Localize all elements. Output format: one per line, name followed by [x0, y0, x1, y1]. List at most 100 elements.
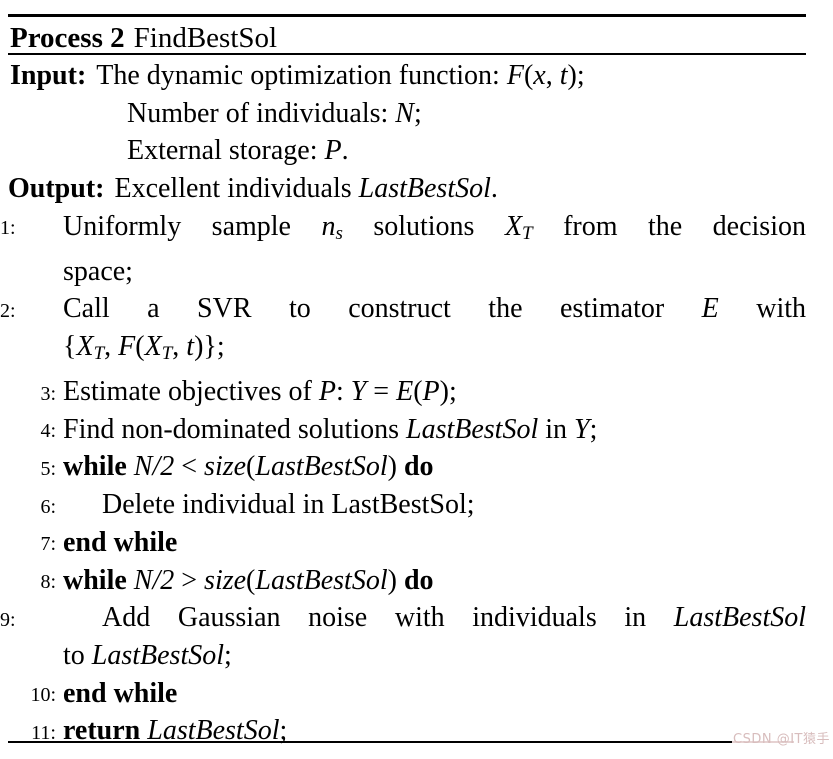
- text-run: E: [396, 376, 414, 407]
- text-run: size: [204, 451, 247, 483]
- text-run: Find non-dominated solutions: [63, 413, 406, 445]
- text-run: space;: [63, 255, 133, 287]
- algorithm-body: Input:The dynamic optimization function:…: [0, 57, 833, 750]
- text-run: LastBestSol: [255, 564, 388, 596]
- text-run: N/2: [133, 564, 175, 596]
- text-run: do: [403, 564, 434, 596]
- text-run: LastBestSol: [358, 173, 491, 205]
- text-run: F: [118, 331, 136, 363]
- text-run: );: [439, 376, 457, 407]
- text-run: External storage:: [127, 135, 325, 167]
- text-run: to: [63, 639, 92, 671]
- algo-line: 5:while N/2 < size(LastBestSol) do: [0, 448, 833, 486]
- text-run: [127, 451, 134, 482]
- algo-line: 9:Add Gaussian noise with individuals in…: [0, 599, 833, 637]
- line-number: 4:: [40, 420, 56, 443]
- text-run: Add Gaussian noise with individuals in: [102, 602, 674, 634]
- algo-line: 2:Call a SVR to construct the estimator …: [0, 290, 833, 328]
- text-run: :: [335, 376, 351, 407]
- text-run: >: [174, 564, 205, 596]
- text-run: Number of individuals:: [127, 97, 396, 129]
- algo-line: 7: end while: [0, 524, 833, 562]
- text-run: t: [186, 331, 195, 363]
- algorithm-title-label: Process 2: [10, 22, 125, 54]
- text-run: N/2: [133, 451, 175, 483]
- line-number: 6:: [40, 495, 56, 518]
- text-run: t: [559, 60, 568, 91]
- algo-line: 1:Uniformly sample ns solutions XT from …: [0, 208, 833, 253]
- text-run: (: [135, 331, 145, 363]
- line-number: 10:: [30, 684, 56, 707]
- algo-line: External storage: P.: [0, 132, 833, 170]
- text-run: ,: [545, 60, 560, 91]
- text-run: Y: [574, 413, 590, 445]
- text-run: P: [324, 135, 342, 167]
- text-run: LastBestSol: [91, 639, 225, 671]
- text-run: [127, 565, 134, 596]
- text-run: ;: [279, 715, 288, 747]
- text-run: LastBestSol: [406, 413, 539, 445]
- text-run: from the decision: [532, 210, 806, 242]
- text-run: {: [63, 331, 77, 363]
- text-run: =: [366, 376, 397, 407]
- text-run: (: [246, 564, 256, 596]
- text-run: in: [538, 413, 575, 445]
- algo-line: to LastBestSol;: [0, 637, 833, 675]
- algo-line: 4: Find non-dominated solutions LastBestS…: [0, 411, 833, 449]
- text-run: Input:: [10, 60, 87, 91]
- line-number: 3:: [40, 382, 56, 405]
- text-run: ): [387, 451, 404, 483]
- text-run: .: [341, 135, 349, 167]
- line-number: 7:: [40, 533, 56, 556]
- csdn-watermark: CSDN @IT猿手: [733, 732, 830, 747]
- algo-line: 6: Delete individual in LastBestSol;: [0, 486, 833, 524]
- text-run: end while: [63, 677, 178, 709]
- text-run: do: [403, 451, 434, 483]
- title-rule: [8, 53, 806, 55]
- text-run: Delete individual in LastBestSol;: [102, 489, 475, 521]
- text-run: x: [533, 60, 546, 91]
- algo-line: Output:Excellent individuals LastBestSol…: [0, 170, 833, 208]
- line-number: 8:: [40, 571, 56, 594]
- text-run: ): [387, 564, 404, 596]
- text-run: P: [318, 376, 336, 407]
- text-run: F: [506, 60, 524, 91]
- text-run: s: [335, 223, 343, 244]
- text-run: );: [567, 60, 585, 91]
- text-run: Y: [350, 376, 367, 407]
- text-run: while: [63, 451, 127, 483]
- text-run: ;: [589, 413, 598, 445]
- text-run: X: [144, 331, 162, 363]
- text-run: Estimate objectives of: [63, 376, 319, 407]
- algo-line: 11:return LastBestSol;: [0, 712, 833, 750]
- text-run: (: [523, 60, 534, 91]
- text-run: T: [93, 343, 105, 365]
- text-run: solutions: [342, 210, 505, 242]
- line-number: 1:: [0, 217, 16, 240]
- algo-line: Input:The dynamic optimization function:…: [0, 57, 833, 95]
- text-run: size: [204, 564, 247, 596]
- bottom-rule-faded: [732, 741, 794, 743]
- text-run: end while: [63, 526, 178, 558]
- text-run: while: [63, 564, 127, 596]
- text-run: )};: [194, 331, 225, 363]
- text-run: ;: [224, 639, 232, 671]
- bottom-rule: [8, 741, 732, 743]
- text-run: LastBestSol: [255, 451, 388, 483]
- text-run: ,: [172, 331, 187, 363]
- text-run: with: [718, 293, 806, 325]
- text-run: Call a SVR to construct the estimator: [63, 293, 702, 325]
- line-number: 2:: [0, 300, 16, 322]
- text-run: (: [413, 376, 423, 407]
- algo-line: Number of individuals: N;: [0, 95, 833, 133]
- text-run: .: [490, 173, 498, 205]
- text-run: T: [161, 343, 173, 365]
- text-run: X: [76, 331, 94, 363]
- text-run: (: [246, 451, 256, 483]
- text-run: LastBestSol: [673, 602, 806, 634]
- top-rule: [8, 14, 806, 17]
- text-run: n: [321, 210, 336, 242]
- text-run: T: [522, 223, 533, 244]
- text-run: X: [504, 210, 523, 242]
